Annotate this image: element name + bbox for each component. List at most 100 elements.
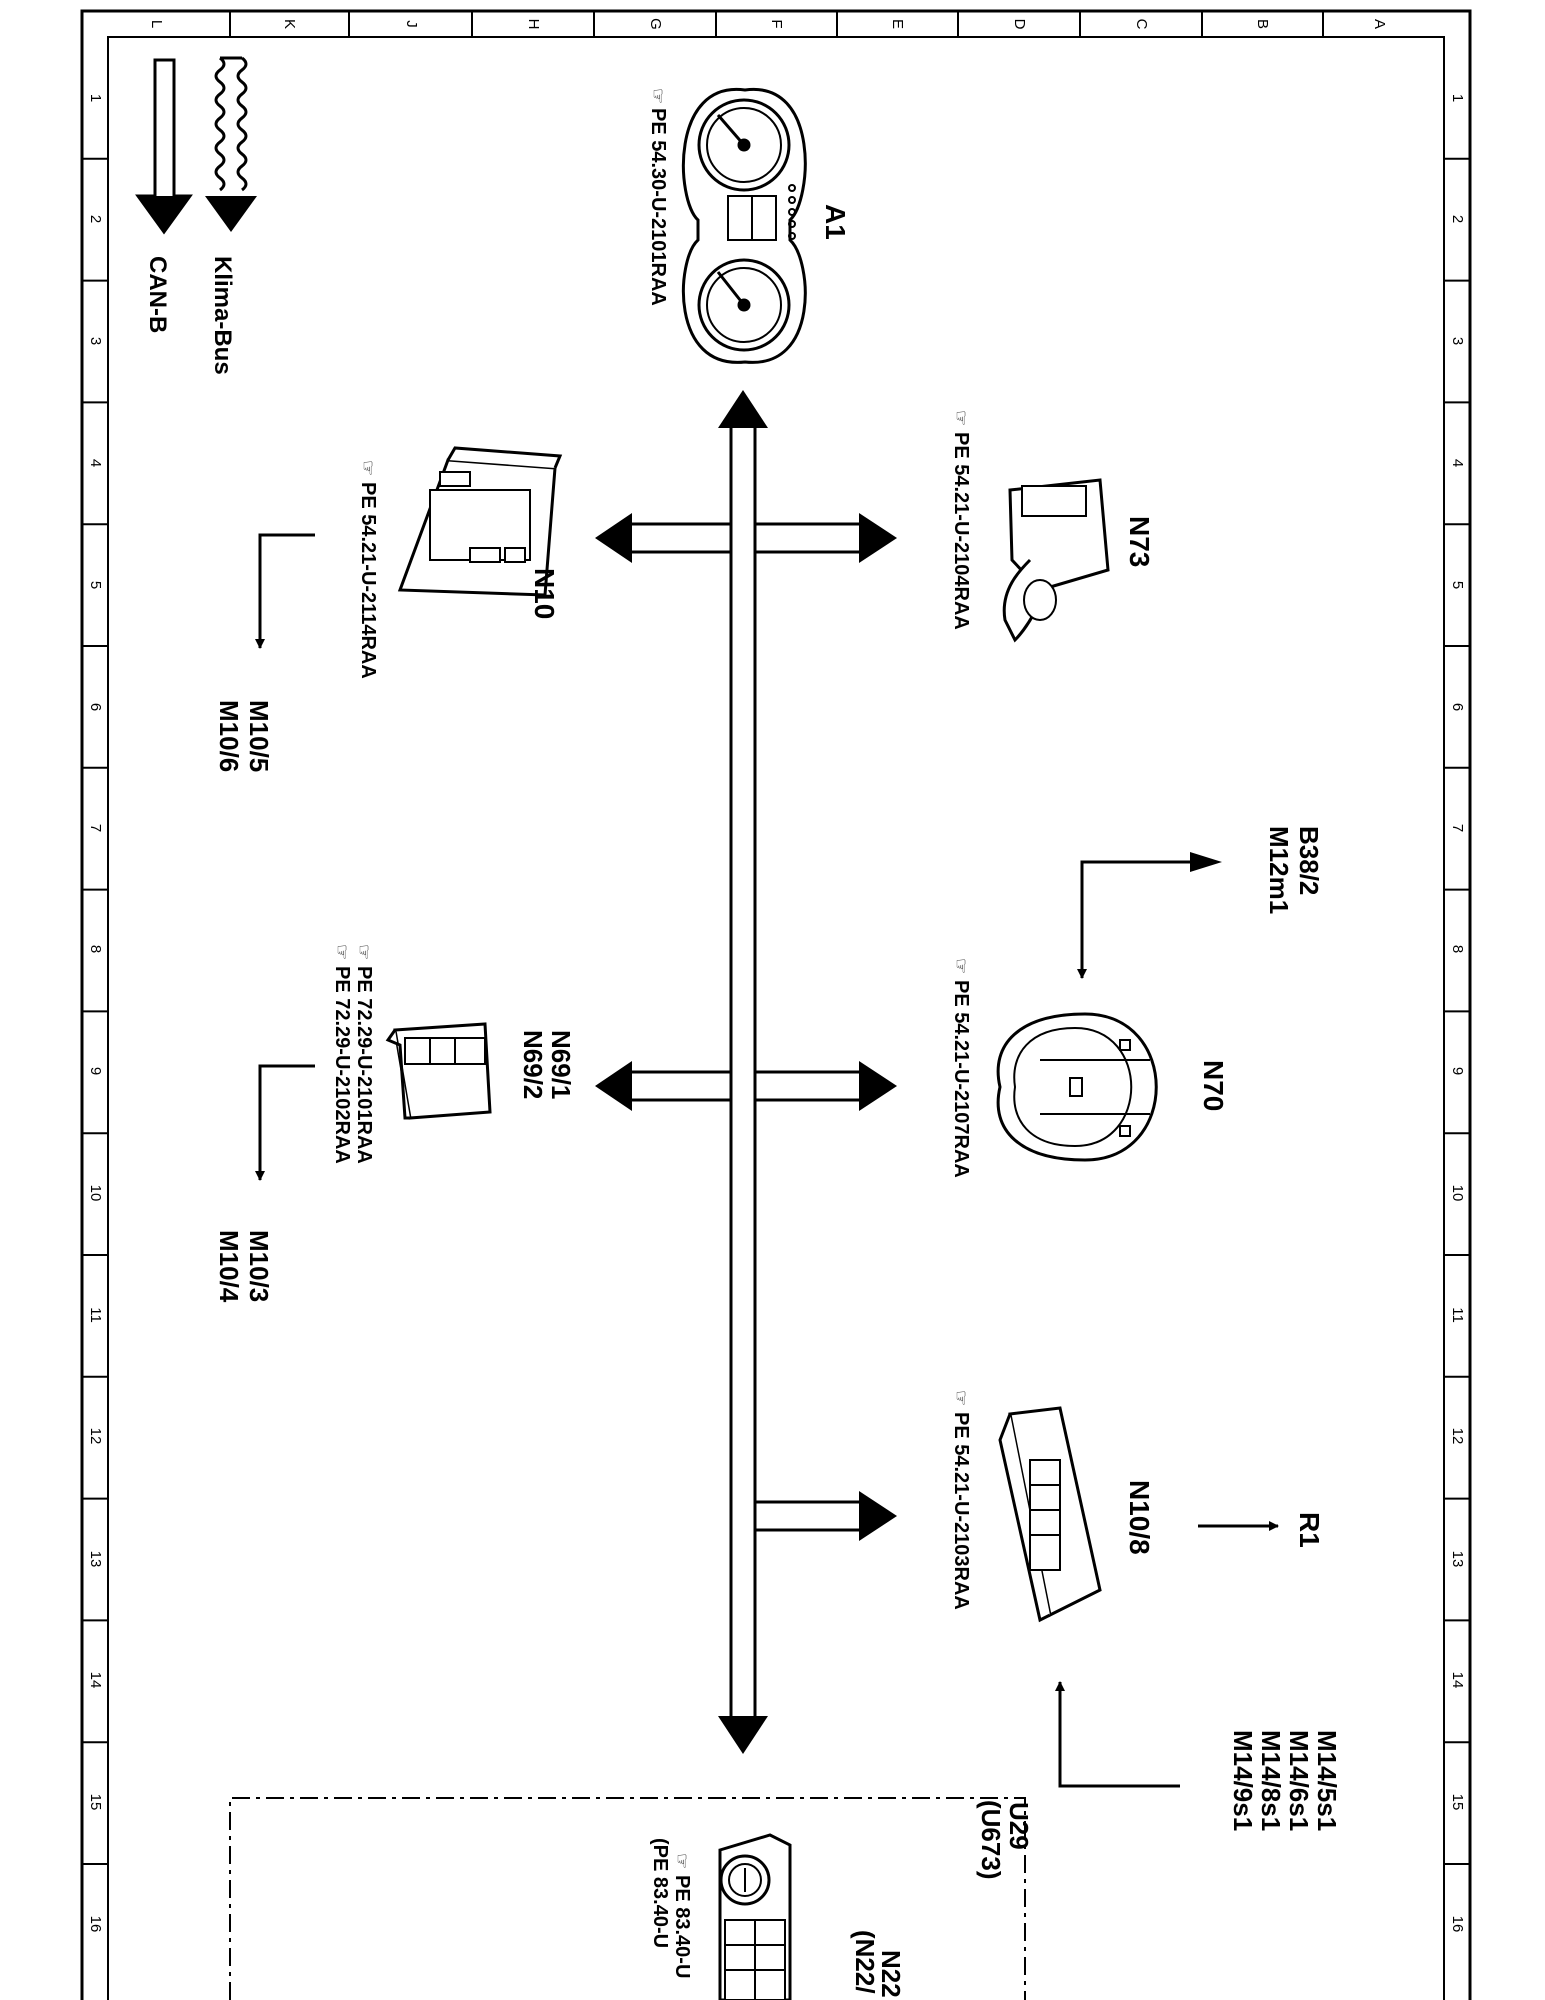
row-label: 5 [1449,581,1466,589]
row-label: 5 [87,581,104,589]
instrument-cluster-icon [681,88,807,364]
a1-reference: PE 54.30-U-2101RAA [647,108,669,306]
row-label: 3 [87,337,104,345]
n69-output-arrow [255,1064,315,1181]
m14-input-arrow [1055,1681,1180,1788]
n22-reference-2: (PE 83.40-U [649,1838,671,1948]
n22-reference-icon: ☞ [672,1853,692,1869]
row-labels-left: 1 2 3 4 5 6 7 8 9 10 11 12 13 14 15 16 [87,94,104,1933]
n73-reference: PE 54.21-U-2104RAA [950,432,972,630]
n70-input-m12m1: M12m1 [1264,826,1294,914]
row-labels-right: 1 2 3 4 5 6 7 8 9 10 11 12 13 14 15 16 [1449,94,1466,1933]
m14-label-8s1: M14/8s1 [1256,1730,1286,1831]
n10-output-m10-6: M10/6 [214,700,244,772]
n69-reference-1: PE 72.29-U-2101RAA [353,966,375,1164]
n22-label: N22 [876,1950,906,1998]
row-label: 4 [1449,459,1466,467]
row-label: 6 [87,703,104,711]
row-label: 15 [1449,1794,1466,1811]
column-label: C [1133,19,1150,30]
n10-8-label: N10/8 [1124,1480,1155,1555]
column-label: J [403,20,420,28]
n70-overhead-control-icon [996,1012,1158,1162]
column-labels: L K J H G F E D C B A [148,18,1388,30]
n70-input-b38-2: B38/2 [1294,826,1324,895]
n69-door-module-icon [385,1022,492,1120]
row-label: 6 [1449,703,1466,711]
n10-reference-icon: ☞ [358,460,378,476]
row-label: 13 [87,1551,104,1568]
row-label: 2 [87,215,104,223]
legend-can-b-label: CAN-B [144,256,171,333]
n69-output-m10-3: M10/3 [244,1230,274,1302]
n10-8-rear-module-icon [998,1406,1102,1623]
row-label: 1 [87,94,104,102]
row-label: 7 [1449,824,1466,832]
n69-reference-icon-1: ☞ [354,944,374,960]
n70-input-arrow-head [1190,852,1222,872]
row-label: 11 [87,1307,104,1323]
n22-reference-1: PE 83.40-U [671,1875,693,1978]
n70-input-arrow [1077,860,1192,979]
column-label: K [281,19,298,29]
row-label: 9 [1449,1067,1466,1075]
n10-8-reference: PE 54.21-U-2103RAA [950,1412,972,1610]
n73-label: N73 [1124,516,1155,567]
row-label: 8 [1449,945,1466,953]
can-bus-branch-n70-n69 [628,1070,862,1102]
legend-klima-bus-arrow [205,56,257,232]
sheet-frame [80,9,1472,2000]
n70-label: N70 [1198,1060,1229,1111]
legend-klima-bus-label: Klima-Bus [209,256,236,375]
n73-reference-icon: ☞ [951,410,971,426]
row-label: 4 [87,459,104,467]
column-label: F [768,19,785,28]
row-label: 10 [87,1185,104,1202]
can-bus-arrow-down [718,1716,768,1754]
m14-label-6s1: M14/6s1 [1284,1730,1314,1831]
row-label: 10 [1449,1185,1466,1202]
legend-can-b-arrow [135,58,193,235]
a1-reference-icon: ☞ [648,88,668,104]
row-grid-ticks [82,157,1470,1865]
branch-arrow-n10 [595,513,632,563]
column-label: L [148,20,165,28]
n70-reference: PE 54.21-U-2107RAA [950,980,972,1178]
n10-output-m10-5: M10/5 [244,700,274,772]
can-bus-main-line [729,425,757,1718]
n10-sam-module-icon [397,446,563,597]
u29-label: U29 [1004,1802,1034,1850]
branch-arrow-n73 [859,513,897,563]
row-label: 14 [87,1672,104,1689]
row-label: 7 [87,824,104,832]
branch-arrow-n10-8 [859,1491,897,1541]
row-label: 12 [87,1428,104,1445]
column-grid-ticks [229,11,1324,37]
u29-dashed-boundary [229,1797,1026,2000]
a1-label: A1 [820,204,851,240]
n22-sub-label: (N22/ [850,1930,880,1994]
row-label: 11 [1449,1307,1466,1323]
row-label: 12 [1449,1428,1466,1445]
n22-climate-control-icon [718,1833,792,2000]
n70-reference-icon: ☞ [951,958,971,974]
u29-sub-label: (U673) [976,1800,1006,1879]
n69-reference-2: PE 72.29-U-2102RAA [331,966,353,1164]
branch-arrow-n70 [859,1061,897,1111]
n69-label-1: N69/1 [546,1030,576,1099]
row-label: 15 [87,1794,104,1811]
column-label: D [1011,19,1028,30]
n69-output-m10-4: M10/4 [214,1230,244,1303]
row-label: 9 [87,1067,104,1075]
can-bus-branch-n10-8 [753,1500,862,1532]
can-bus-branch-n73-n10 [628,522,862,554]
can-bus-arrow-up [718,390,768,428]
branch-arrow-n69 [595,1061,632,1111]
n10-label: N10 [529,568,560,619]
column-label: B [1254,19,1271,29]
n10-reference: PE 54.21-U-2114RAA [357,482,379,679]
n69-reference-icon-2: ☞ [332,944,352,960]
column-label: A [1371,19,1388,29]
column-label: G [647,18,664,30]
